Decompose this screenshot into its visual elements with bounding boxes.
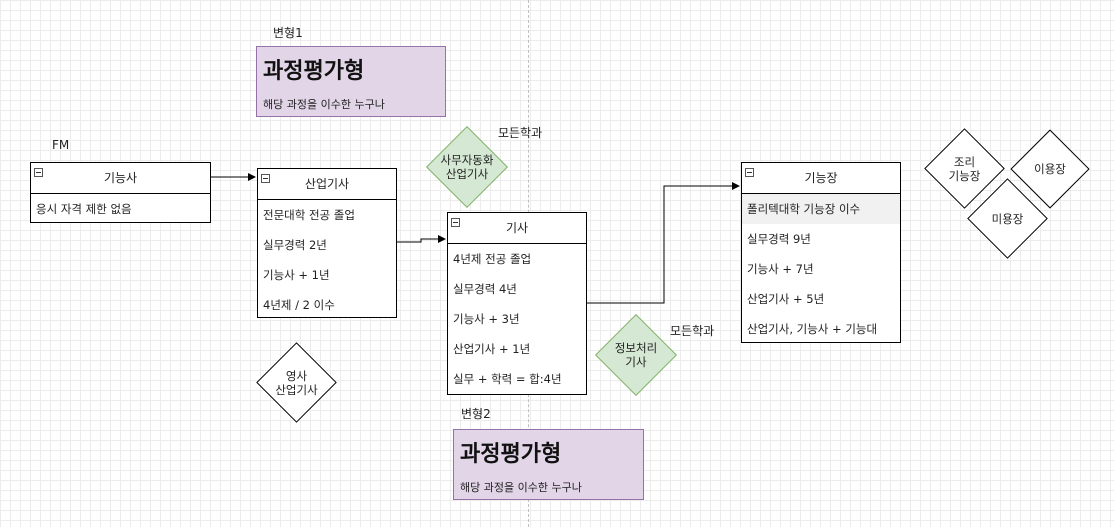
all-majors-label-1: 모든학과 (498, 126, 543, 140)
course-evaluation-card-1[interactable]: 과정평가형 해당 과정을 이수한 누구나 (256, 46, 446, 117)
box-title: 기사 (505, 221, 529, 235)
list-item: 실무 + 학력 = 합:4년 (453, 372, 562, 386)
barber-diamond[interactable]: 이용장 (1010, 129, 1090, 209)
beauty-diamond[interactable]: 미용장 (967, 178, 1048, 259)
list-item-selected[interactable]: 폴리텍대학 기능장 이수 (742, 194, 900, 224)
box-header: 기능사 (31, 163, 210, 194)
office-automation-diamond[interactable]: 사무자동화 산업기사 (425, 125, 509, 209)
list-item: 산업기사 + 5년 (747, 292, 825, 306)
list-item: 기능사 + 7년 (747, 262, 814, 276)
list-item: 4년제 전공 졸업 (453, 252, 532, 266)
diamond-label: 영사 산업기사 (275, 368, 318, 397)
box-header: 기사 (448, 213, 586, 244)
course-evaluation-card-2[interactable]: 과정평가형 해당 과정을 이수한 누구나 (453, 429, 644, 500)
variant1-label: 변형1 (273, 26, 303, 40)
collapse-icon[interactable] (745, 168, 754, 177)
cooking-diamond[interactable]: 조리 기능장 (924, 128, 1005, 209)
diamond-label: 이용장 (1034, 162, 1066, 176)
list-item: 실무경력 4년 (453, 282, 517, 296)
fm-label: FM (52, 138, 70, 152)
box-header: 기능장 (742, 163, 900, 194)
list-item: 실무경력 2년 (263, 238, 327, 252)
box-title: 기능장 (804, 171, 838, 185)
collapse-icon[interactable] (261, 174, 270, 183)
craftsman-box[interactable]: 기능사 응시 자격 제한 없음 (30, 162, 211, 223)
all-majors-label-2: 모든학과 (670, 324, 715, 338)
box-title: 기능사 (103, 171, 138, 185)
diamond-label: 사무자동화 산업기사 (440, 153, 494, 181)
box-header: 산업기사 (258, 169, 396, 200)
industrial-engineer-box[interactable]: 산업기사 전문대학 전공 졸업 실무경력 2년 기능사 + 1년 4년제 / 2… (257, 168, 397, 318)
list-item: 전문대학 전공 졸업 (263, 208, 355, 222)
list-item: 4년제 / 2 이수 (263, 298, 335, 312)
list-item: 산업기사 + 1년 (453, 342, 531, 356)
collapse-icon[interactable] (451, 218, 460, 227)
diamond-label: 미용장 (991, 211, 1024, 226)
list-item: 실무경력 9년 (747, 232, 811, 246)
master-craftsman-box[interactable]: 기능장 폴리텍대학 기능장 이수 실무경력 9년 기능사 + 7년 산업기사 +… (741, 162, 901, 343)
list-item: 산업기사, 기능사 + 기능대 (747, 322, 878, 336)
list-item: 기능사 + 3년 (453, 312, 520, 326)
variant2-label: 변형2 (461, 407, 491, 421)
card-subtitle: 해당 과정을 이수한 누구나 (460, 481, 582, 494)
diamond-label: 조리 기능장 (948, 154, 981, 183)
list-item: 응시 자격 제한 없음 (36, 202, 132, 216)
box-title: 산업기사 (304, 177, 350, 191)
card-title: 과정평가형 (460, 442, 562, 467)
edge-engineer-to-master[interactable] (587, 182, 740, 304)
collapse-icon[interactable] (34, 168, 43, 177)
info-processing-diamond[interactable]: 정보처리 기사 (594, 313, 678, 397)
edge-industrial-to-engineer[interactable] (397, 235, 446, 243)
card-title: 과정평가형 (263, 59, 365, 84)
diamond-label: 정보처리 기사 (614, 341, 658, 369)
engineer-box[interactable]: 기사 4년제 전공 졸업 실무경력 4년 기능사 + 3년 산업기사 + 1년 … (447, 212, 587, 395)
list-item: 기능사 + 1년 (263, 268, 330, 282)
shorthand-diamond[interactable]: 영사 산업기사 (256, 342, 337, 423)
card-subtitle: 해당 과정을 이수한 누구나 (263, 98, 385, 111)
